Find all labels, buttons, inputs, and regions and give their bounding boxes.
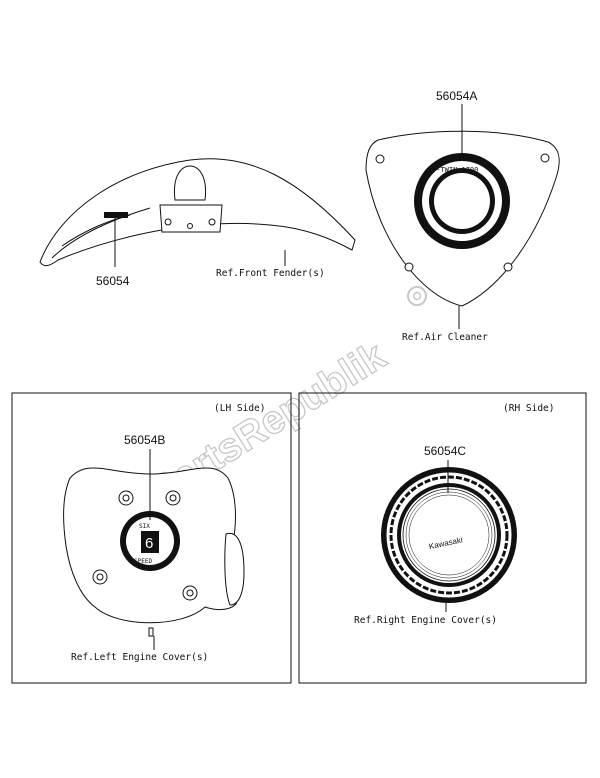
rh-side-label: (RH Side) [503,403,554,414]
six-speed-badge: 6 SIX SPEED [120,511,180,571]
lh-side-label: (LH Side) [214,403,265,414]
part-no-56054a: 56054A [436,89,477,103]
air-cleaner: V-TWIN 1700 [365,130,560,307]
watermark-gear-icon [407,286,427,306]
ref-front-fender: Ref.Front Fender(s) [216,268,325,279]
six-speed-bottom: SPEED [134,558,152,565]
left-engine-cover: 6 SIX SPEED [63,467,245,637]
six-speed-top: SIX [139,523,150,530]
air-cleaner-badge-text: V-TWIN 1700 [432,166,478,174]
fender-decal [104,212,128,218]
front-fender [39,158,356,267]
ref-left-engine-cover: Ref.Left Engine Cover(s) [71,652,208,663]
right-engine-cover: Kawasaki [381,467,517,603]
v-twin-badge: V-TWIN 1700 [414,153,510,249]
ref-right-engine-cover: Ref.Right Engine Cover(s) [354,615,497,626]
lh-side-panel [11,392,292,684]
six-speed-number: 6 [145,535,153,552]
rh-side-panel [298,392,587,684]
part-no-56054: 56054 [96,274,130,288]
part-no-56054b: 56054B [124,433,165,447]
part-no-56054c: 56054C [424,444,466,458]
ref-air-cleaner: Ref.Air Cleaner [402,332,488,343]
